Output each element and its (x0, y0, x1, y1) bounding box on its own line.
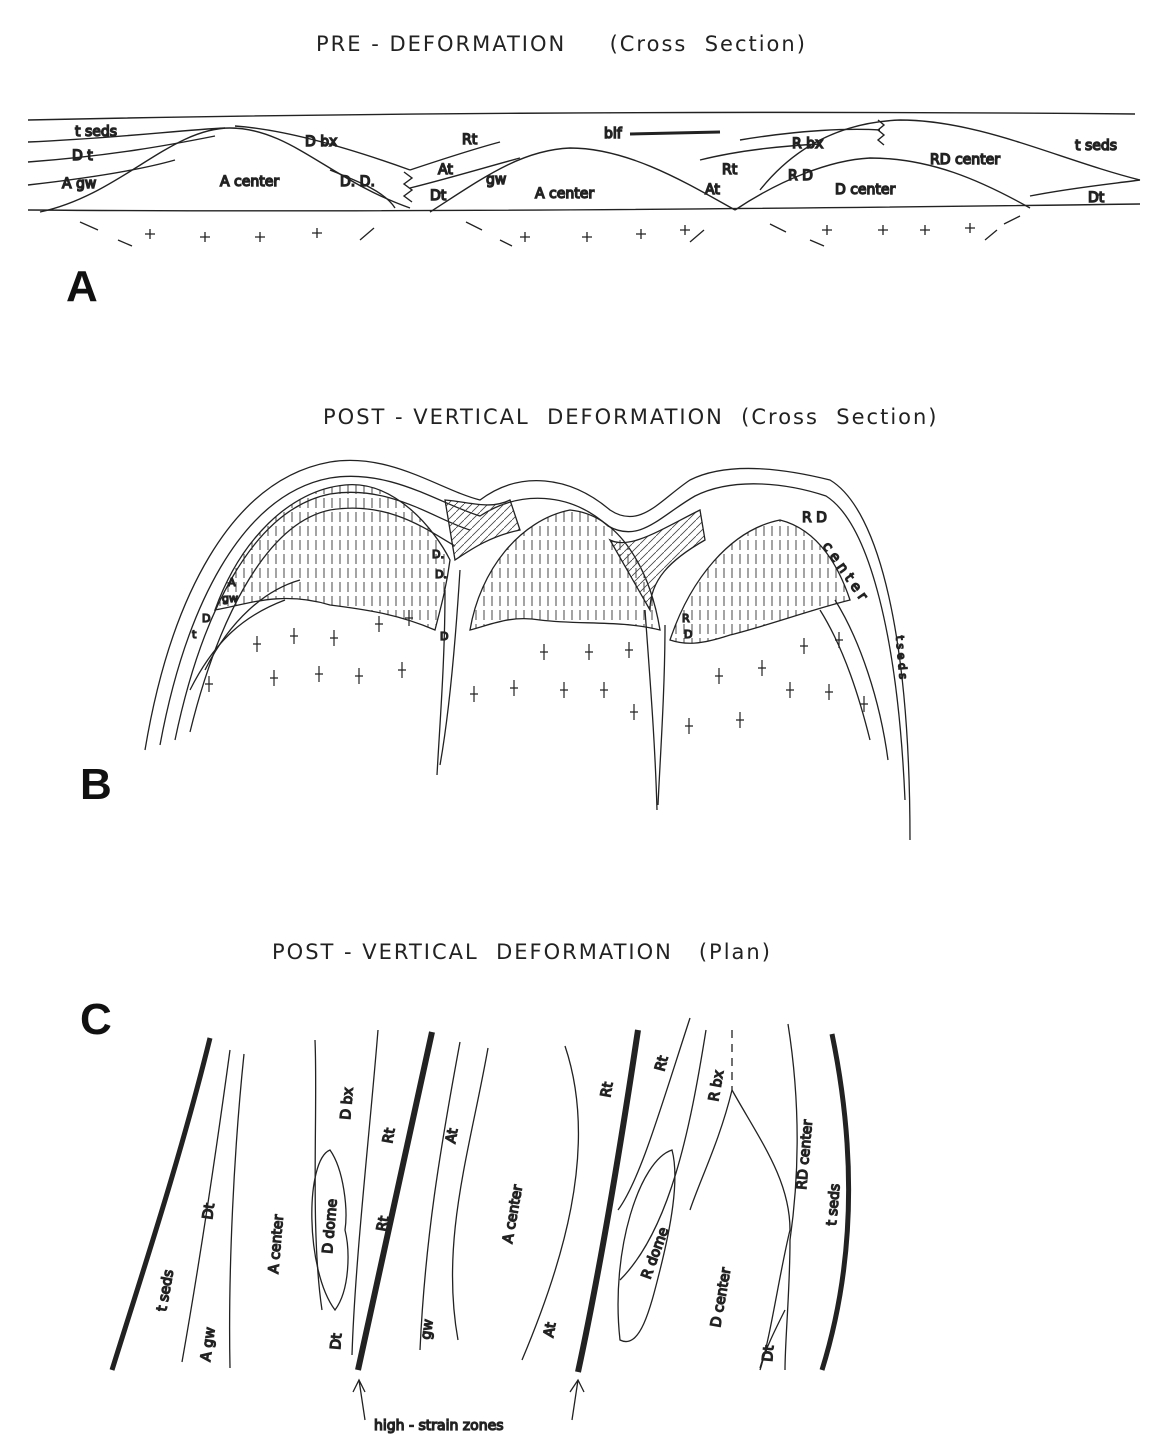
lithology-contact (690, 1090, 732, 1210)
strata-line (410, 142, 500, 170)
lithology-contact (230, 1054, 244, 1368)
arrow-high-strain-left (353, 1380, 365, 1420)
lithology-contact (618, 1018, 690, 1210)
bif-lens (630, 132, 720, 134)
label-dt: Dt (1088, 190, 1105, 206)
label-t-seds: t seds (1075, 138, 1117, 154)
label-rd: R D (788, 168, 813, 184)
label-r-bx: R bx (706, 1069, 727, 1103)
label-d: D (684, 628, 692, 641)
label-dt: D t (72, 148, 93, 164)
label-a-gw: A gw (198, 1326, 219, 1362)
label-rd: R D (802, 510, 827, 526)
label-dt: Dt (328, 1332, 345, 1350)
label-dd: D. D. (340, 174, 375, 190)
label-r: R (682, 612, 690, 625)
lithology-contact (522, 1046, 578, 1360)
label-a: A (228, 576, 236, 589)
label-dd: D. (432, 548, 444, 561)
base-boundary-line (28, 204, 1140, 211)
label-at: At (438, 162, 453, 178)
label-dt: Dt (200, 1202, 218, 1221)
label-rt: Rt (652, 1054, 672, 1073)
label-bif: bif (604, 126, 623, 142)
keel-line-2 (645, 610, 657, 810)
basement-crosses (145, 223, 975, 242)
a-center-dome (40, 128, 410, 212)
granite-crosses (205, 610, 868, 734)
label-d-center: D center (708, 1266, 734, 1328)
label-a-center: A center (535, 186, 594, 202)
label-r-dome: R dome (639, 1225, 672, 1281)
label-r-bx: R bx (792, 136, 823, 152)
title-post-vertical-cross-section: POST - VERTICAL DEFORMATION (Cross Secti… (323, 405, 939, 429)
title-post-vertical-plan: POST - VERTICAL DEFORMATION (Plan) (272, 940, 772, 964)
label-rt: Rt (722, 162, 738, 178)
arrow-high-strain-right (570, 1380, 584, 1420)
label-t: t (192, 628, 197, 641)
high-strain-zone-left (112, 1038, 210, 1370)
label-d: D (440, 630, 448, 643)
fold-zigzag (404, 172, 412, 202)
label-at: At (705, 182, 720, 198)
label-a-center: A center (266, 1214, 287, 1274)
section-a-cross-section: t seds D t A gw A center D bx D. D. Rt b… (0, 100, 1156, 360)
label-at: At (541, 1321, 559, 1339)
section-c-plan: t seds Dt A gw A center D dome D bx Dt R… (0, 1010, 1156, 1450)
high-strain-zone-center-right (578, 1030, 638, 1372)
label-dt: Dt (430, 188, 447, 204)
label-d-dome: D dome (320, 1198, 341, 1254)
fold-zigzag (878, 120, 884, 145)
label-a-gw: A gw (62, 176, 96, 192)
title-pre-deformation: PRE - DEFORMATION (Cross Section) (316, 32, 807, 56)
lithology-contact (785, 1024, 797, 1370)
label-t-seds: t seds (75, 124, 117, 140)
label-rt: Rt (598, 1080, 616, 1098)
label-a-center: A center (220, 174, 279, 190)
label-high-strain-zones: high - strain zones (374, 1418, 504, 1434)
lithology-contact (732, 1090, 790, 1370)
label-dd: D. (435, 568, 447, 581)
top-boundary-line (28, 112, 1135, 120)
label-t-seds: t seds (154, 1269, 177, 1313)
label-a-center: A center (500, 1184, 526, 1245)
label-t-seds: t seds (824, 1183, 844, 1226)
basement-ticks (80, 216, 1020, 246)
label-d-bx: D bx (305, 134, 337, 150)
label-rd-center: RD center (930, 152, 1000, 168)
inner-line (820, 610, 870, 740)
label-d-bx: D bx (338, 1087, 357, 1121)
label-t-seds: t s e d s (893, 635, 910, 680)
keel-line-2b (658, 625, 665, 805)
outer-envelope (145, 460, 910, 840)
strata-line (28, 160, 175, 185)
label-rt: Rt (462, 132, 478, 148)
label-rt: Rt (380, 1126, 398, 1144)
strata-line (1030, 180, 1140, 196)
a-center-dome-2 (430, 148, 735, 212)
label-gw: gw (486, 172, 506, 188)
label-at: At (443, 1127, 461, 1145)
section-b-cross-section: A gw D t D. D. D R D R D c e n t e r t s… (0, 440, 1156, 860)
label-gw: gw (418, 1318, 437, 1340)
label-dt: Dt (760, 1344, 777, 1362)
lithology-contact (452, 1048, 488, 1340)
label-d: D (202, 612, 210, 625)
inner-line (835, 600, 888, 760)
label-d-center: D center (835, 182, 896, 198)
label-gw: gw (222, 592, 238, 605)
